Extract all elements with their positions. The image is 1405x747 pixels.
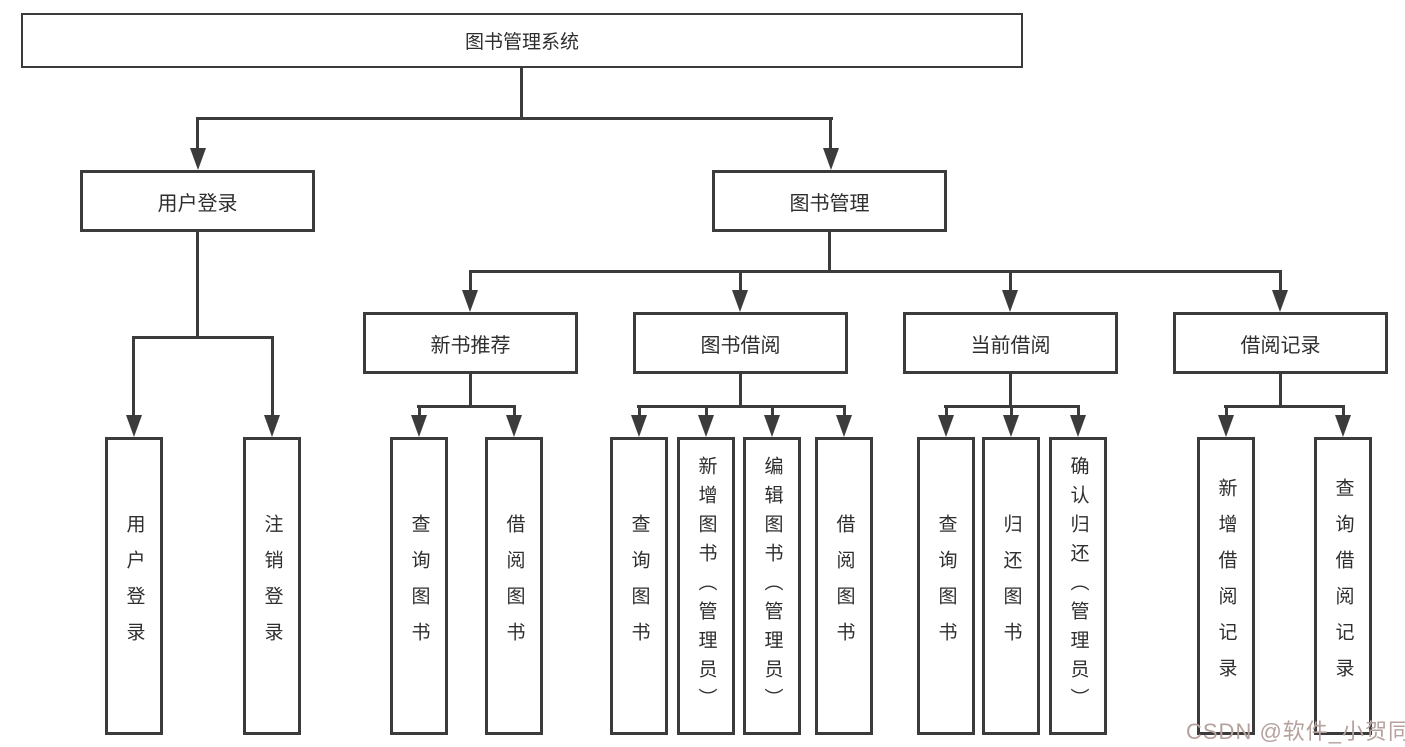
node-label: 确认归还（管理员）: [1067, 455, 1089, 717]
node-label: 图书管理系统: [464, 32, 579, 53]
arrowhead-down-icon: [732, 290, 748, 312]
arrowhead-down-icon: [698, 415, 714, 437]
connector-line: [1225, 405, 1228, 418]
connector-line: [638, 405, 641, 418]
connector-line: [469, 373, 472, 408]
node-label: 图书借阅: [700, 334, 781, 357]
leaf-edit-book-admin: 编辑图书（管理员）: [743, 437, 801, 735]
leaf-user-login: 用户登录: [105, 437, 163, 735]
connector-line: [843, 405, 846, 418]
connector-line: [271, 336, 274, 417]
connector-line: [945, 405, 948, 418]
connector-line: [418, 405, 421, 418]
connector-line: [1279, 270, 1282, 292]
node-book-management: 图书管理: [712, 170, 947, 232]
connector-line: [417, 405, 516, 408]
connector-line: [469, 270, 472, 292]
node-label: 归还图书: [1000, 514, 1022, 658]
node-label: 编辑图书（管理员）: [761, 455, 783, 717]
leaf-borrow-books-recommend: 借阅图书: [485, 437, 543, 735]
leaf-add-book-admin: 新增图书（管理员）: [677, 437, 735, 735]
node-label: 查询图书: [935, 514, 957, 658]
connector-line: [829, 117, 832, 150]
arrowhead-down-icon: [126, 415, 142, 437]
leaf-query-books-current: 查询图书: [917, 437, 975, 735]
node-library-management-system: 图书管理系统: [21, 13, 1023, 68]
arrowhead-down-icon: [1003, 415, 1019, 437]
watermark-text: CSDN @软件_小贺同学: [1186, 719, 1405, 744]
node-new-book-recommendation: 新书推荐: [363, 312, 578, 374]
node-label: 新增借阅记录: [1215, 478, 1237, 694]
leaf-return-book: 归还图书: [982, 437, 1040, 735]
node-label: 查询图书: [408, 514, 430, 658]
connector-line: [132, 336, 274, 339]
arrowhead-down-icon: [462, 290, 478, 312]
connector-line: [1010, 405, 1013, 418]
arrowhead-down-icon: [764, 415, 780, 437]
connector-line: [828, 232, 831, 273]
leaf-query-books-borrow: 查询图书: [610, 437, 668, 735]
leaf-add-borrow-record: 新增借阅记录: [1197, 437, 1255, 735]
leaf-borrow-book: 借阅图书: [815, 437, 873, 735]
connector-line: [1009, 270, 1012, 292]
node-book-borrowing: 图书借阅: [633, 312, 848, 374]
connector-line: [1009, 373, 1012, 408]
leaf-logout-login: 注销登录: [243, 437, 301, 735]
node-current-borrowing: 当前借阅: [903, 312, 1118, 374]
connector-line: [196, 117, 199, 150]
arrowhead-down-icon: [823, 148, 839, 170]
leaf-query-borrow-record: 查询借阅记录: [1314, 437, 1372, 735]
node-borrowing-records: 借阅记录: [1173, 312, 1388, 374]
leaf-confirm-return-admin: 确认归还（管理员）: [1049, 437, 1107, 735]
node-label: 新增图书（管理员）: [695, 455, 717, 717]
node-label: 查询借阅记录: [1332, 478, 1354, 694]
connector-line: [469, 270, 1282, 273]
connector-line: [196, 232, 199, 339]
node-label: 借阅记录: [1240, 334, 1321, 357]
arrowhead-down-icon: [1272, 290, 1288, 312]
connector-line: [771, 405, 774, 418]
connector-line: [520, 65, 523, 120]
connector-line: [1342, 405, 1345, 418]
connector-line: [705, 405, 708, 418]
connector-line: [1279, 373, 1282, 408]
node-label: 新书推荐: [430, 334, 511, 357]
node-label: 借阅图书: [833, 514, 855, 658]
connector-line: [1224, 405, 1345, 408]
arrowhead-down-icon: [190, 148, 206, 170]
node-label: 用户登录: [157, 192, 238, 215]
arrowhead-down-icon: [631, 415, 647, 437]
connector-line: [132, 336, 135, 417]
leaf-query-books-recommend: 查询图书: [390, 437, 448, 735]
arrowhead-down-icon: [1002, 290, 1018, 312]
arrowhead-down-icon: [836, 415, 852, 437]
connector-line: [637, 405, 846, 408]
connector-line: [1077, 405, 1080, 418]
connector-line: [513, 405, 516, 418]
node-label: 图书管理: [789, 192, 870, 215]
arrowhead-down-icon: [506, 415, 522, 437]
node-label: 注销登录: [261, 514, 283, 658]
node-user-login: 用户登录: [80, 170, 315, 232]
arrowhead-down-icon: [411, 415, 427, 437]
arrowhead-down-icon: [1070, 415, 1086, 437]
node-label: 用户登录: [123, 514, 145, 658]
node-label: 查询图书: [628, 514, 650, 658]
arrowhead-down-icon: [1335, 415, 1351, 437]
node-label: 当前借阅: [970, 334, 1051, 357]
connector-line: [196, 117, 833, 120]
connector-line: [739, 373, 742, 408]
arrowhead-down-icon: [1218, 415, 1234, 437]
node-label: 借阅图书: [503, 514, 525, 658]
arrowhead-down-icon: [264, 415, 280, 437]
arrowhead-down-icon: [938, 415, 954, 437]
connector-line: [739, 270, 742, 292]
